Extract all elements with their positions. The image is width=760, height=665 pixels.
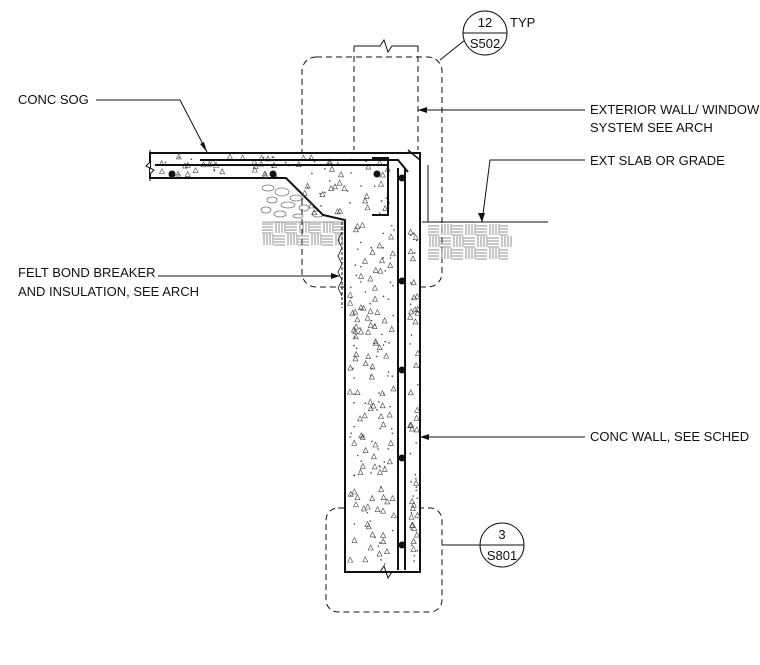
label-ext-slab: EXT SLAB OR GRADE	[590, 153, 725, 168]
leader-arrowheads	[200, 107, 485, 440]
rebar	[155, 157, 409, 570]
label-conc-sog: CONC SOG	[18, 92, 89, 107]
corner-bar	[200, 159, 409, 173]
break-symbol-wall-bottom	[345, 564, 420, 580]
label-exterior-wall-1: EXTERIOR WALL/ WINDOWS	[590, 102, 760, 117]
leader-lines	[96, 39, 585, 546]
callout-top-number: 12	[478, 15, 492, 30]
soil-hatch-left	[262, 222, 346, 246]
label-exterior-wall-2: SYSTEM SEE ARCH	[590, 120, 713, 135]
label-felt-2: AND INSULATION, SEE ARCH	[18, 284, 199, 299]
callout-top[interactable]: 12 S502 TYP	[462, 10, 535, 56]
rebar-dots	[168, 170, 406, 549]
hooked-bar-inner	[372, 157, 389, 216]
wall-flashing	[407, 149, 421, 222]
callout-bottom-number: 3	[498, 527, 505, 542]
label-felt-1: FELT BOND BREAKER	[18, 265, 156, 280]
callout-top-sheet: S502	[470, 36, 500, 51]
leader-ext-slab	[481, 159, 585, 223]
break-symbol-slab	[145, 150, 155, 181]
leader-conc-sog	[96, 99, 208, 153]
leader-callout-top	[439, 39, 466, 61]
soil-hatch-right	[428, 224, 512, 260]
label-conc-wall: CONC WALL, SEE SCHED	[590, 429, 749, 444]
break-symbol-top	[354, 38, 418, 54]
callout-bottom-sheet: S801	[487, 548, 517, 563]
insulation-zigzag	[337, 231, 343, 297]
callout-top-suffix: TYP	[510, 15, 535, 30]
callout-bottom[interactable]: 3 S801	[479, 522, 525, 568]
